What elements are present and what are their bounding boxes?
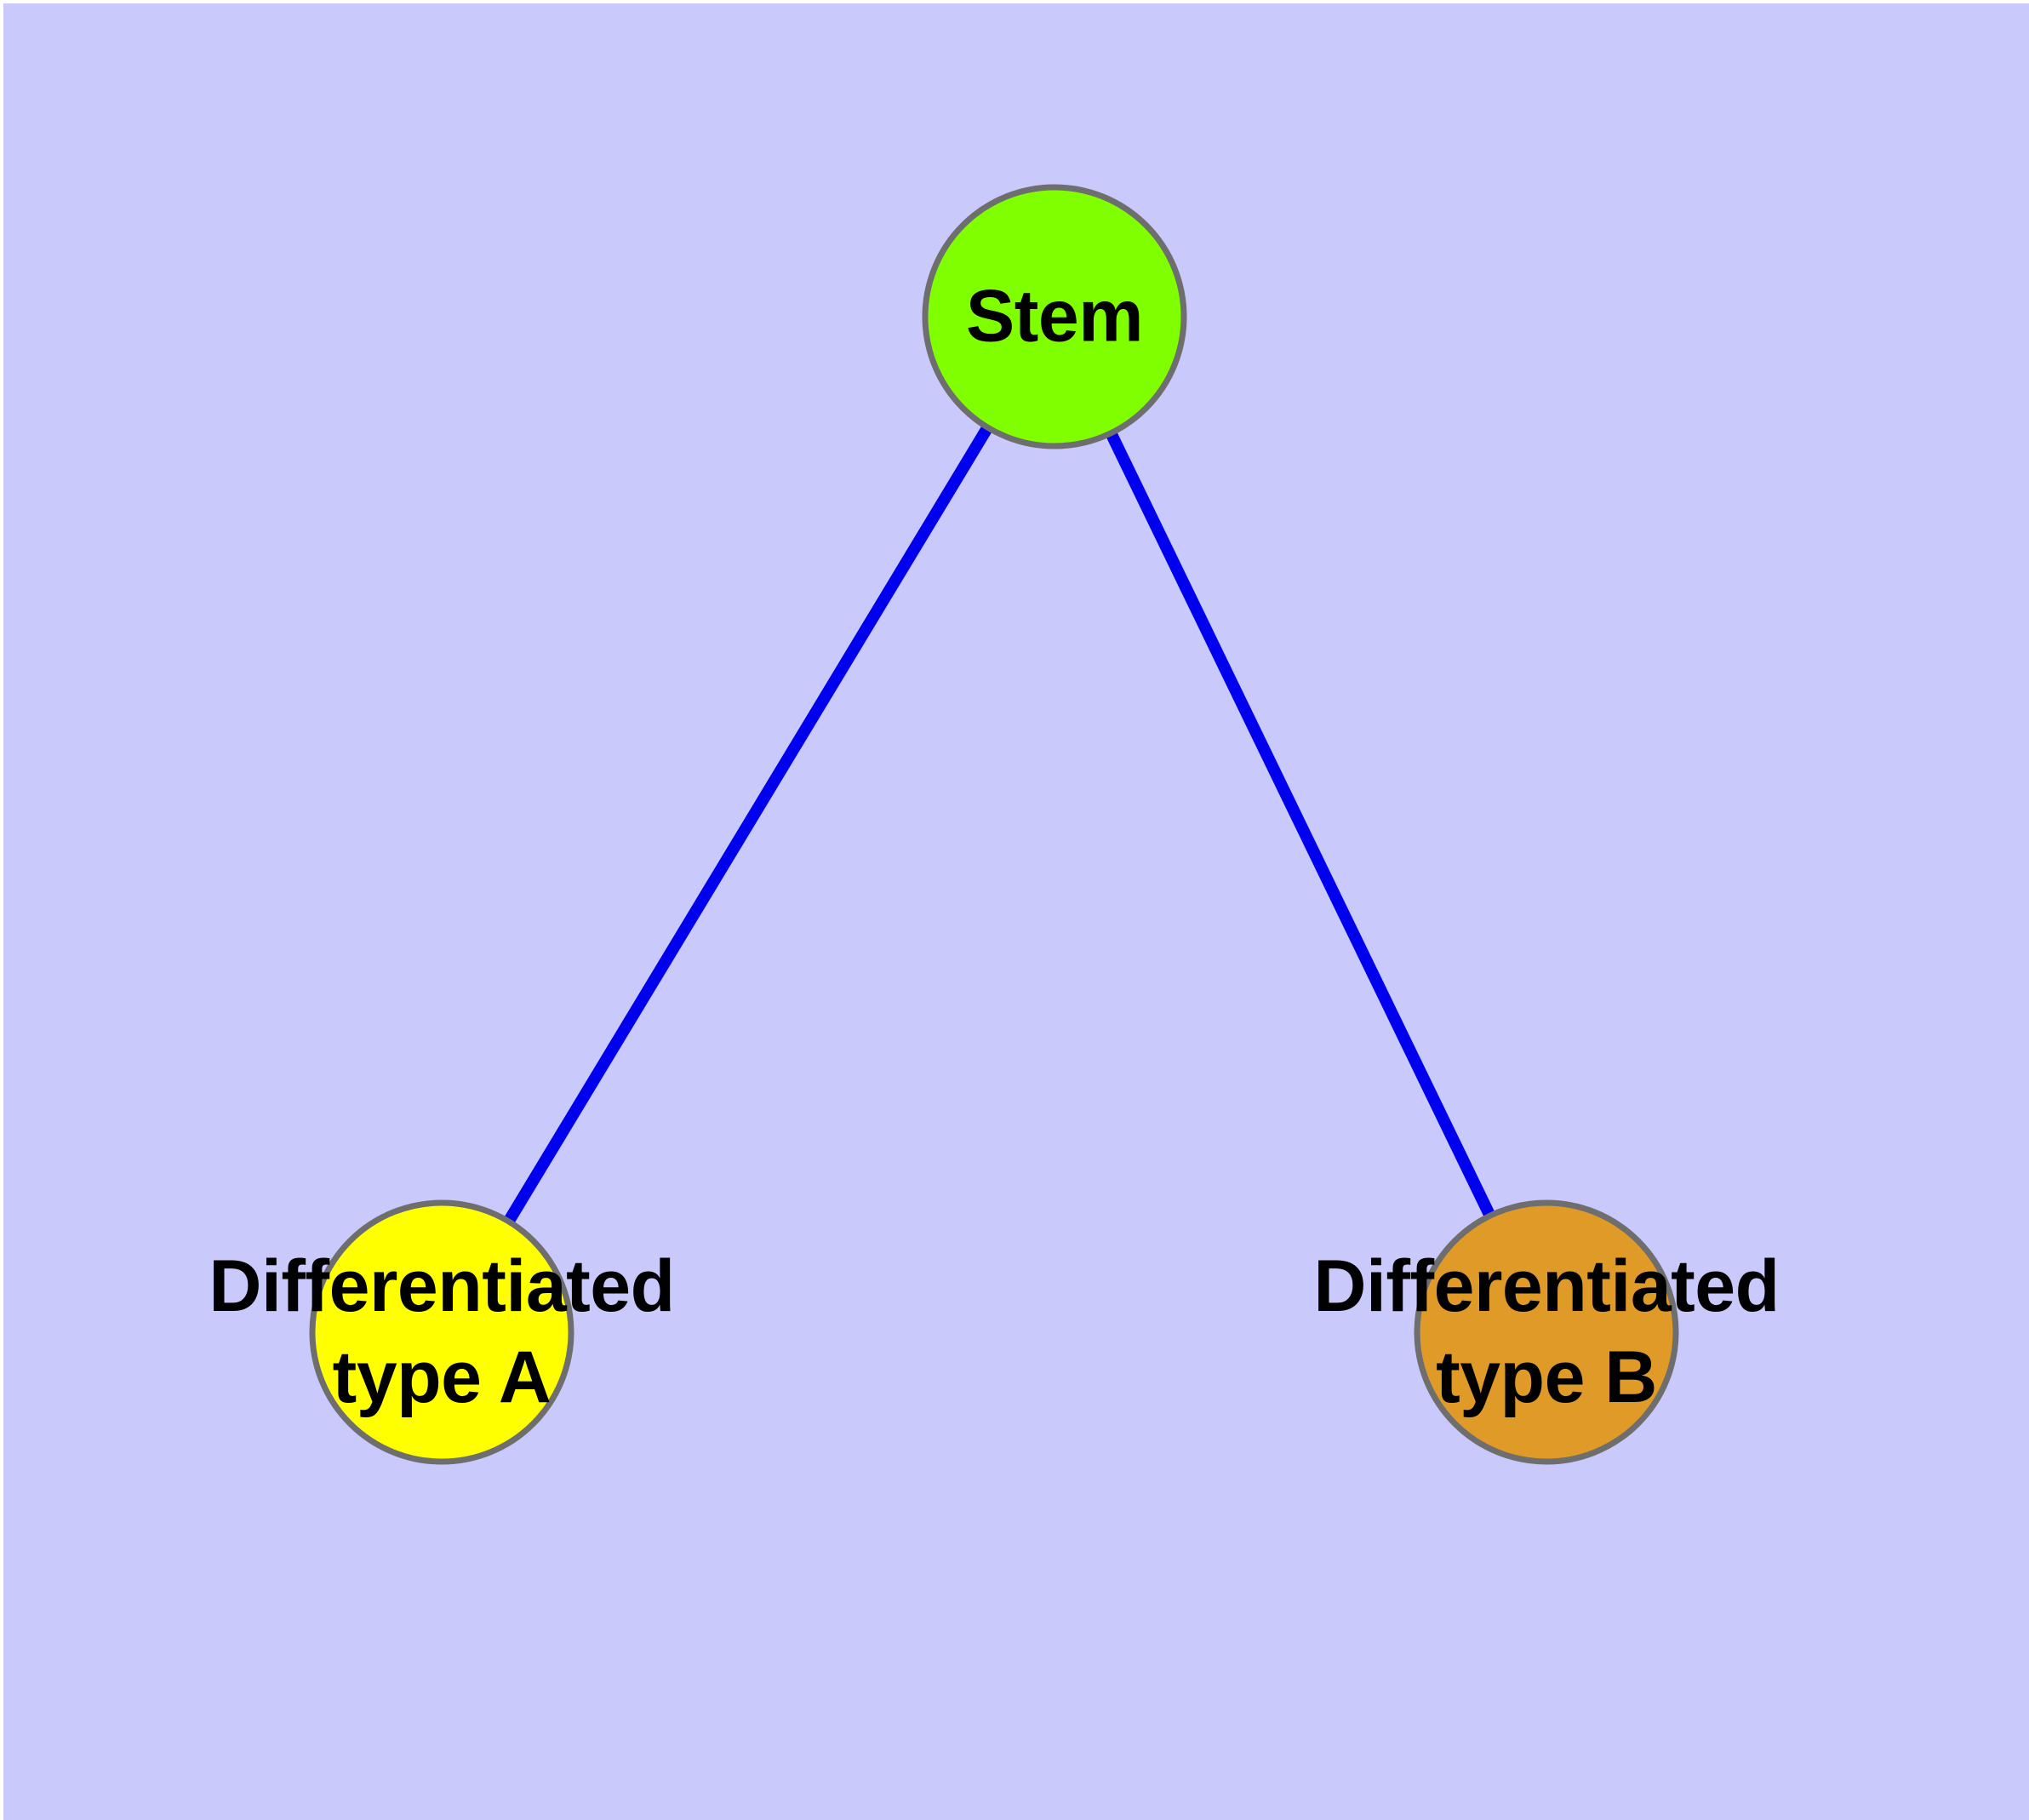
graph-node-label-diff_a: Differentiated type A bbox=[209, 1241, 675, 1423]
label-line: Differentiated bbox=[209, 1245, 675, 1327]
graph-node-label-stem: Stem bbox=[965, 272, 1144, 363]
label-line: type A bbox=[332, 1336, 552, 1418]
edges-layer bbox=[437, 313, 1552, 1336]
label-line: Stem bbox=[965, 275, 1144, 358]
graph-edge-stem-to-diff_b bbox=[1049, 313, 1552, 1336]
graph-node-diff_a[interactable] bbox=[309, 1199, 574, 1465]
graph-edge-stem-to-diff_a bbox=[437, 313, 1060, 1336]
nodes-layer bbox=[309, 184, 1679, 1465]
graph-node-label-diff_b: Differentiated type B bbox=[1313, 1241, 1780, 1423]
label-line: Differentiated bbox=[1313, 1245, 1780, 1327]
graph-node-stem[interactable] bbox=[922, 184, 1187, 449]
label-line: type B bbox=[1436, 1336, 1657, 1418]
graph-node-diff_b[interactable] bbox=[1414, 1199, 1679, 1465]
